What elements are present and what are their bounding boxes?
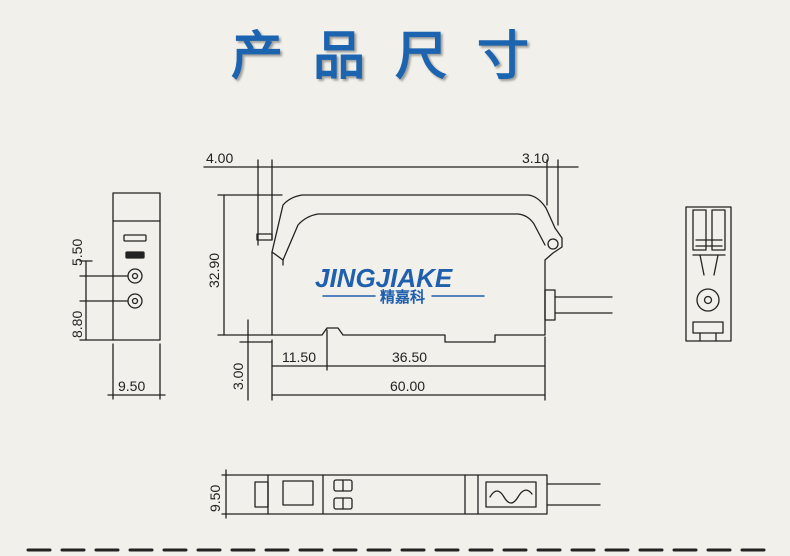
fiber-port-outer — [696, 288, 720, 312]
fiber-port-inner — [703, 295, 713, 305]
dim-label-3-00: 3.00 — [230, 363, 246, 390]
dim-label-36-50: 36.50 — [392, 349, 427, 365]
dim-label-32-90: 32.90 — [206, 253, 222, 288]
dim-label-9-50-bottom: 9.50 — [207, 485, 223, 512]
bottom-wave-symbol — [489, 489, 533, 504]
end-body-outline — [685, 206, 732, 342]
end-view-right — [685, 206, 732, 342]
dim-label-9-50-side: 9.50 — [118, 378, 145, 394]
left-tab — [256, 233, 273, 241]
sensor-body-outline — [271, 194, 563, 343]
brand-chinese: 精嘉科 — [380, 288, 425, 306]
dim-label-11-50: 11.50 — [282, 349, 316, 365]
dim-label-4-00: 4.00 — [206, 150, 233, 166]
bottom-window — [282, 480, 314, 506]
side-view-left — [79, 192, 166, 400]
adjust-knob-lower — [127, 293, 143, 309]
dim-label-60-00: 60.00 — [390, 378, 425, 394]
side-body-outline — [112, 192, 161, 341]
bottom-view — [221, 469, 601, 519]
bottom-body-outline — [267, 474, 548, 515]
dim-label-5-50: 5.50 — [69, 239, 85, 266]
hinge-circle — [547, 238, 559, 250]
dim-label-3-10: 3.10 — [522, 150, 549, 166]
side-slot — [123, 234, 147, 242]
side-indicator — [125, 251, 145, 259]
front-view — [203, 159, 613, 401]
page-title: 产品尺寸 — [230, 27, 559, 87]
dim-label-8-80: 8.80 — [69, 311, 85, 338]
adjust-knob-upper — [127, 268, 143, 284]
bottom-connector-window — [485, 481, 537, 508]
sensor-cover-line — [282, 213, 546, 261]
bottom-left-tab — [254, 481, 269, 508]
brand-name: JINGJIAKE — [315, 263, 453, 293]
cable-connector — [544, 289, 556, 321]
